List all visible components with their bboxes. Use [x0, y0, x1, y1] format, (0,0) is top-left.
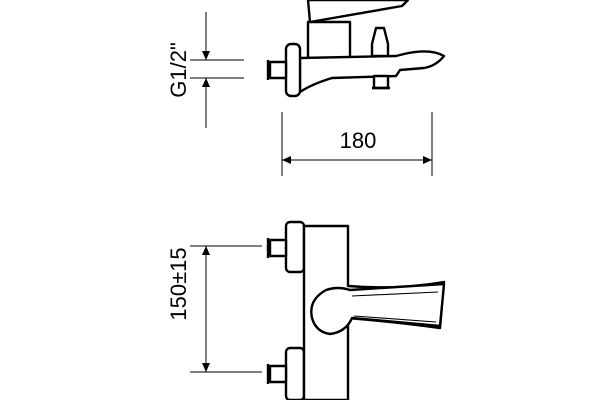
side-view: G1/2" 180 — [166, 0, 446, 176]
front-view: 150±15 — [166, 220, 446, 400]
side-lever-handle — [306, 0, 410, 24]
thread-dimension-arrow-lower — [202, 78, 210, 87]
front-inlet-nut-upper — [284, 220, 306, 274]
side-cartridge-column — [306, 20, 352, 60]
inlet-spacing-label: 150±15 — [166, 247, 191, 320]
side-connector-pipe — [268, 60, 288, 80]
front-inlet-pipe-lower — [268, 364, 288, 384]
side-body-spout — [298, 50, 446, 94]
spacing-dimension-arrow-top — [202, 246, 210, 255]
front-inlet-pipe-upper — [268, 238, 288, 258]
front-lever-handle — [310, 282, 446, 336]
thread-dimension-arrow-upper — [202, 51, 210, 60]
front-lever-handle-detail — [351, 291, 439, 323]
spacing-dimension-arrow-bottom — [202, 363, 210, 372]
side-connection-nut — [284, 42, 302, 98]
width-dimension-arrow-right — [423, 156, 432, 164]
width-dimension-arrow-left — [282, 156, 291, 164]
width-dimension-label: 180 — [340, 128, 377, 153]
front-inlet-nut-lower — [284, 346, 306, 400]
side-outlet-nipple — [372, 74, 390, 90]
side-diverter-knob — [370, 26, 390, 58]
thread-size-label: G1/2" — [166, 42, 191, 98]
